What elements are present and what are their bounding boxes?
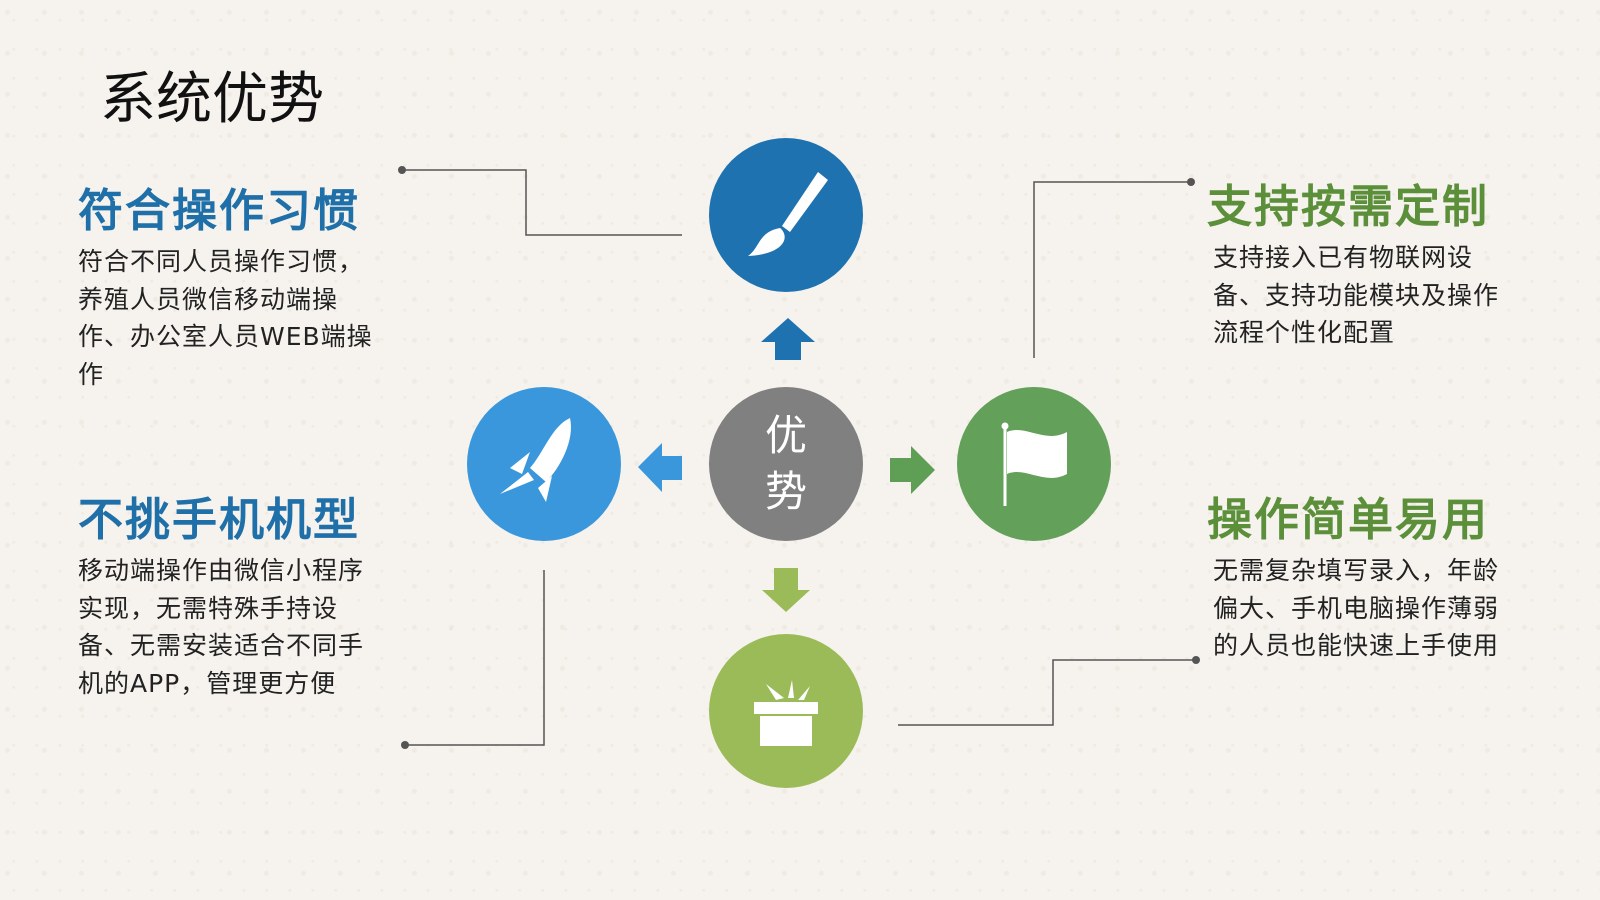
- brush-icon: [748, 172, 828, 256]
- brush-circle: [709, 138, 863, 292]
- block-top-right: 支持按需定制 支持接入已有物联网设备、支持功能模块及操作流程个性化配置: [1207, 179, 1527, 352]
- connector-bottom-right: [898, 659, 1196, 726]
- block-heading: 符合操作习惯: [78, 184, 361, 237]
- block-body: 支持接入已有物联网设备、支持功能模块及操作流程个性化配置: [1213, 243, 1500, 347]
- block-top-left: 符合操作习惯 符合不同人员操作习惯，养殖人员微信移动端操作、办公室人员WEB端操…: [78, 183, 398, 393]
- connector-dot: [401, 741, 409, 749]
- center-circle: [709, 387, 863, 541]
- connector-top-right: [1033, 181, 1191, 358]
- block-bottom-left: 不挑手机机型 移动端操作由微信小程序实现，无需特殊手持设备、无需安装适合不同手机…: [78, 492, 398, 702]
- block-body: 移动端操作由微信小程序实现，无需特殊手持设备、无需安装适合不同手机的APP，管理…: [78, 556, 365, 698]
- page-title: 系统优势: [100, 67, 324, 132]
- block-body: 符合不同人员操作习惯，养殖人员微信移动端操作、办公室人员WEB端操作: [78, 247, 373, 389]
- block-heading: 不挑手机机型: [78, 493, 361, 546]
- block-heading: 支持按需定制: [1207, 180, 1490, 233]
- flag-icon: [1001, 422, 1067, 506]
- arrow-up-icon: [761, 318, 815, 360]
- center-label: 优 势: [746, 408, 826, 520]
- connector-dot: [1187, 178, 1195, 186]
- arrow-left-icon: [638, 443, 682, 492]
- connector-dot: [1192, 656, 1200, 664]
- arrow-right-icon: [890, 446, 935, 494]
- arrow-down-icon: [762, 568, 810, 612]
- rocket-icon: [500, 418, 571, 502]
- center-label-line2: 势: [764, 467, 807, 516]
- block-heading: 操作简单易用: [1207, 493, 1490, 546]
- connector-dot: [398, 166, 406, 174]
- block-body: 无需复杂填写录入，年龄偏大、手机电脑操作薄弱的人员也能快速上手使用: [1213, 556, 1500, 660]
- connector-bottom-left: [405, 570, 545, 746]
- gift-icon: [754, 680, 818, 746]
- center-label-line1: 优: [764, 411, 807, 460]
- block-bottom-right: 操作简单易用 无需复杂填写录入，年龄偏大、手机电脑操作薄弱的人员也能快速上手使用: [1207, 492, 1527, 665]
- connector-top-left: [402, 169, 682, 236]
